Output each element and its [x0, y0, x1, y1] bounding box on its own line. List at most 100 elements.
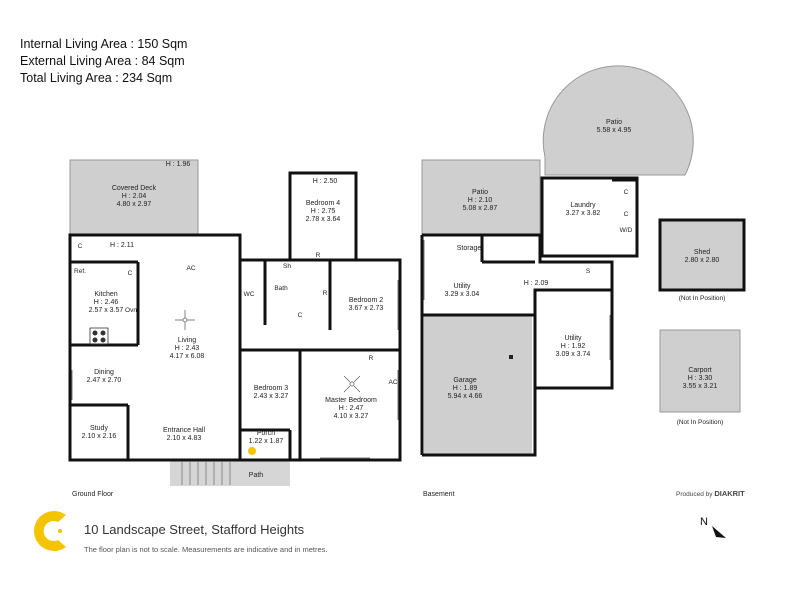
bedroom2-dims: 3.67 x 2.73	[349, 305, 384, 312]
producer-prefix: Produced by	[676, 491, 713, 498]
garage-h: H : 1.89	[453, 385, 478, 392]
kitchen-h: H : 2.46	[94, 299, 119, 306]
carport-note: (Not In Position)	[677, 419, 724, 426]
patio-dims: 5.08 x 2.87	[463, 205, 498, 212]
patio-top-dims: 5.58 x 4.95	[597, 127, 632, 134]
living-h: H : 2.43	[175, 345, 200, 352]
external-area: External Living Area : 84 Sqm	[20, 54, 185, 68]
living-ac-label: AC	[186, 265, 195, 272]
bedroom2-robe-label: R	[323, 290, 328, 297]
basement-plan: Patio 5.58 x 4.95 Patio H : 2.10 5.08 x …	[420, 65, 694, 457]
ground-floor-walls	[68, 171, 402, 462]
utility2-h: H : 1.92	[561, 343, 586, 350]
oven-label: Ovn	[125, 307, 137, 314]
shower-label: Sh	[283, 263, 291, 270]
entry-marker-icon	[248, 447, 256, 455]
stair-height: H : 2.11	[110, 242, 134, 249]
carport-h: H : 3.30	[688, 375, 713, 382]
fridge-label: Ref.	[74, 268, 86, 275]
patio-name: Patio	[472, 189, 488, 196]
producer-brand: DIAKRIT	[714, 489, 745, 498]
bedroom3-dims: 2.43 x 3.27	[254, 393, 289, 400]
living-name: Living	[178, 337, 196, 344]
living-fan-icon	[175, 310, 195, 330]
covered-deck-name: Covered Deck	[112, 185, 157, 192]
bedroom4-robe-label: R	[316, 252, 321, 259]
covered-deck-area	[69, 159, 199, 236]
covered-deck-dims: 4.80 x 2.97	[117, 201, 152, 208]
internal-area: Internal Living Area : 150 Sqm	[20, 37, 188, 51]
master-dims: 4.10 x 3.27	[334, 413, 369, 420]
basement-windows	[423, 240, 611, 360]
porch-dims: 1.22 x 1.87	[249, 438, 284, 445]
shed: Shed 2.80 x 2.80 (Not In Position)	[658, 218, 746, 302]
living-dims: 4.17 x 6.08	[170, 353, 205, 360]
linen-cupboard-label: C	[298, 312, 303, 319]
kitchen-cupboard-label: C	[128, 270, 133, 277]
basement-s-label: S	[586, 268, 591, 275]
laundry-dims: 3.27 x 3.82	[566, 210, 601, 217]
kitchen-name: Kitchen	[94, 291, 117, 298]
carport: Carport H : 3.30 3.55 x 3.21 (Not In Pos…	[659, 329, 741, 426]
kitchen-dims: 2.57 x 3.57	[89, 307, 124, 314]
bedroom4-dims: 2.78 x 3.64	[306, 216, 341, 223]
master-robe-label: R	[369, 355, 374, 362]
patio-top-name: Patio	[606, 119, 622, 126]
entrance-name: Entrance Hall	[163, 427, 205, 434]
hall-height: H : 2.09	[524, 280, 549, 287]
bedroom2-name: Bedroom 2	[349, 297, 383, 304]
porch-name: Porch	[257, 430, 275, 437]
storage-label: Storage	[457, 245, 482, 252]
basement-caption: Basement	[423, 491, 455, 498]
study-name: Study	[90, 425, 108, 432]
dining-dims: 2.47 x 2.70	[87, 377, 122, 384]
laundry-cupboard2-label: C	[624, 211, 629, 218]
bedroom4-h2: H : 2.50	[313, 178, 338, 185]
washer-dryer-label: W/D	[620, 227, 633, 234]
garage-dims: 5.94 x 4.66	[448, 393, 483, 400]
agency-logo	[34, 510, 66, 551]
master-name: Master Bedroom	[325, 397, 377, 404]
carport-name: Carport	[688, 367, 711, 374]
utility2-name: Utility	[564, 335, 582, 342]
basement-walls	[420, 176, 639, 457]
disclaimer: The floor plan is not to scale. Measurem…	[84, 545, 328, 554]
bedroom4-name: Bedroom 4	[306, 200, 340, 207]
laundry-cupboard-label: C	[624, 189, 629, 196]
dining-name: Dining	[94, 369, 114, 376]
compass-n: N	[700, 516, 708, 528]
area-summary: Internal Living Area : 150 Sqm External …	[20, 36, 187, 87]
property-address: 10 Landscape Street, Stafford Heights	[84, 522, 305, 537]
master-h: H : 2.47	[339, 405, 364, 412]
utility1-name: Utility	[453, 283, 471, 290]
utility1-dims: 3.29 x 3.04	[445, 291, 480, 298]
total-area: Total Living Area : 234 Sqm	[20, 71, 173, 85]
ground-windows	[71, 280, 399, 459]
patio-top-area	[542, 65, 694, 176]
path-stairs	[181, 462, 231, 485]
ground-floor-plan: Covered Deck H : 2.04 4.80 x 2.97 H : 1.…	[68, 159, 402, 486]
wc-label: WC	[244, 291, 255, 298]
cupboard-label: C	[78, 243, 83, 250]
covered-deck-h2: H : 1.96	[166, 161, 191, 168]
bedroom4-h: H : 2.75	[311, 208, 336, 215]
shed-note: (Not In Position)	[679, 295, 726, 302]
shed-dims: 2.80 x 2.80	[685, 257, 720, 264]
bath-label: Bath	[274, 285, 288, 292]
master-fan-icon	[343, 375, 361, 393]
ground-floor-caption: Ground Floor	[72, 491, 114, 498]
entrance-dims: 2.10 x 4.83	[167, 435, 202, 442]
kitchen-stove	[89, 327, 109, 345]
carport-dims: 3.55 x 3.21	[683, 383, 718, 390]
shed-name: Shed	[694, 249, 710, 256]
bedroom3-name: Bedroom 3	[254, 385, 288, 392]
study-dims: 2.10 x 2.16	[82, 433, 117, 440]
garage-area	[424, 315, 532, 455]
garage-name: Garage	[453, 377, 476, 384]
path-label: Path	[249, 472, 264, 479]
utility2-dims: 3.09 x 3.74	[556, 351, 591, 358]
patio-h: H : 2.10	[468, 197, 493, 204]
garage-post	[509, 355, 513, 359]
master-ac-label: AC	[388, 379, 397, 386]
